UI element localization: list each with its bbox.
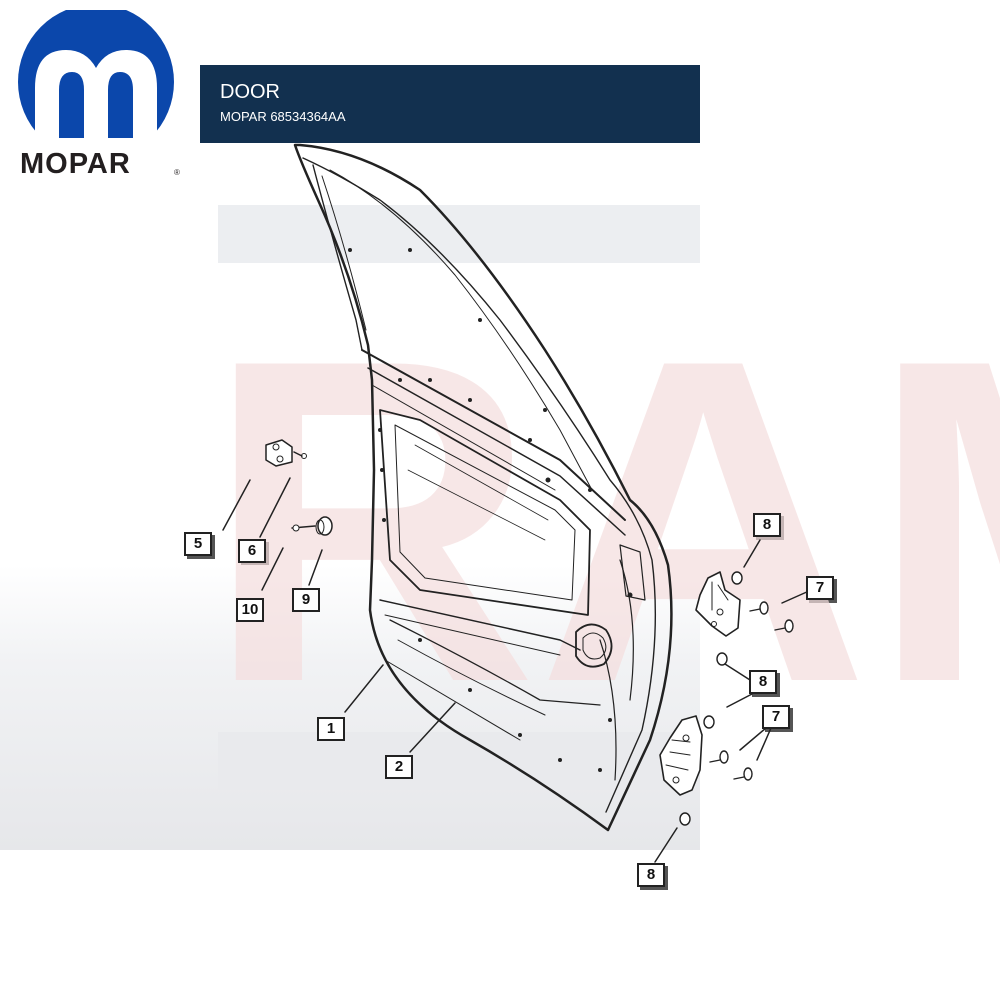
upper-hinge	[695, 571, 741, 637]
page-title: DOOR	[220, 81, 280, 103]
lower-hinge	[659, 715, 703, 796]
mopar-m-emblem	[0, 4, 200, 160]
callout-7-lower: 7	[762, 705, 793, 732]
mopar-wordmark: MOPAR	[20, 148, 131, 180]
callout-8-top: 8	[753, 513, 784, 540]
part-number: MOPAR 68534364AA	[220, 109, 346, 124]
registered-mark: ®	[174, 168, 180, 177]
title-banner: DOOR MOPAR 68534364AA	[200, 65, 700, 143]
callout-2: 2	[385, 755, 416, 782]
leader-lines	[222, 477, 810, 863]
callout-10: 10	[236, 598, 267, 625]
callout-9: 9	[292, 588, 323, 615]
callout-5: 5	[184, 532, 215, 559]
door-shell	[293, 143, 673, 832]
callout-8-middle: 8	[749, 670, 780, 697]
bumper-and-bolt	[291, 516, 333, 536]
callout-7-upper: 7	[806, 576, 837, 603]
callout-1: 1	[317, 717, 348, 744]
callout-6: 6	[238, 539, 269, 566]
mopar-logo	[0, 4, 200, 200]
striker-assembly	[265, 439, 307, 467]
fasteners	[679, 571, 794, 826]
watermark-text: RAM	[205, 265, 1000, 778]
svg-text:RAM: RAM	[205, 265, 1000, 778]
callout-8-bottom: 8	[637, 863, 668, 890]
